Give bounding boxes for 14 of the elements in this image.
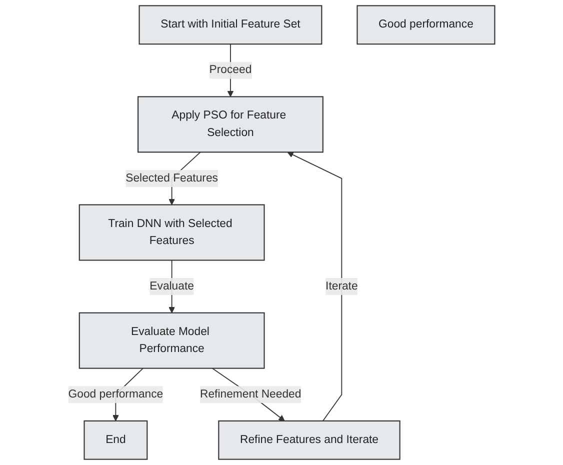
node-box [78, 204, 265, 261]
edge-label: Refinement Needed [200, 388, 302, 400]
node-box [84, 420, 148, 460]
node-box [138, 96, 324, 153]
arrow [287, 152, 342, 422]
node-box [356, 5, 496, 45]
edge-label: Selected Features [126, 172, 218, 184]
edge-label: Evaluate [150, 280, 194, 292]
node-box [138, 5, 322, 45]
edge-label: Proceed [209, 64, 252, 76]
edge-label: Good performance [68, 388, 164, 400]
node-box [218, 420, 400, 460]
node-box [78, 312, 265, 369]
edge-label: Iterate [326, 280, 358, 292]
